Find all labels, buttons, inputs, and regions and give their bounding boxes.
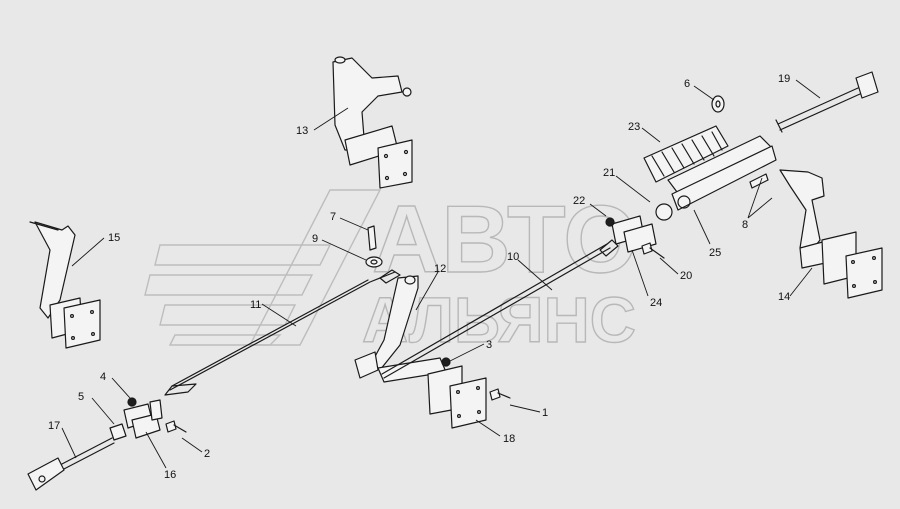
callout-25: 25	[709, 247, 721, 259]
callout-labels: 1 2 3 4 5 6 7 8 9 10 11 12 13 14 15 16 1	[48, 73, 821, 481]
callout-3: 3	[486, 339, 492, 351]
part-23-spring	[643, 125, 729, 183]
part-7-spring-pin	[367, 225, 377, 251]
callout-17: 17	[48, 420, 60, 432]
part-25-bracket	[655, 135, 777, 221]
part-4-nut	[127, 397, 137, 407]
callout-12: 12	[434, 263, 446, 275]
part-6-washer	[711, 95, 725, 113]
part-1-bolt	[489, 388, 511, 401]
callout-24: 24	[650, 297, 662, 309]
part-8-pin	[749, 173, 769, 189]
callout-10: 10	[507, 251, 519, 263]
part-20-bolt	[641, 242, 665, 259]
callout-18: 18	[503, 433, 515, 445]
part-14-lever	[779, 169, 883, 299]
callout-1: 1	[542, 407, 548, 419]
callout-23: 23	[628, 121, 640, 133]
callout-2: 2	[204, 448, 210, 460]
callout-9: 9	[312, 233, 318, 245]
callout-7: 7	[330, 211, 336, 223]
callout-19: 19	[778, 73, 790, 85]
part-10-rod	[381, 239, 619, 379]
callout-5: 5	[78, 391, 84, 403]
part-2-bolt	[165, 420, 187, 433]
callout-14: 14	[778, 291, 790, 303]
callout-4: 4	[100, 371, 106, 383]
part-11-rod	[164, 269, 401, 396]
watermark-emblem-icon	[144, 189, 382, 346]
callout-16: 16	[164, 469, 176, 481]
callout-22: 22	[573, 195, 585, 207]
callout-21: 21	[603, 167, 615, 179]
part-13-bracket	[332, 56, 413, 189]
part-5-nut	[109, 423, 127, 441]
callout-13: 13	[296, 125, 308, 137]
callout-8: 8	[742, 219, 748, 231]
part-9-washer	[365, 256, 383, 268]
callout-11: 11	[250, 299, 261, 311]
part-15-lever	[29, 221, 101, 349]
part-18-plates	[427, 365, 487, 429]
callout-20: 20	[680, 270, 692, 282]
callout-6: 6	[684, 78, 690, 90]
part-17-threaded-rod	[27, 437, 115, 491]
part-12-lever	[354, 275, 447, 383]
part-22-nut	[605, 217, 615, 227]
part-16-clevis	[123, 399, 163, 439]
part-3-nut	[441, 357, 451, 367]
part-19-bolt	[775, 71, 879, 133]
callout-15: 15	[108, 232, 120, 244]
